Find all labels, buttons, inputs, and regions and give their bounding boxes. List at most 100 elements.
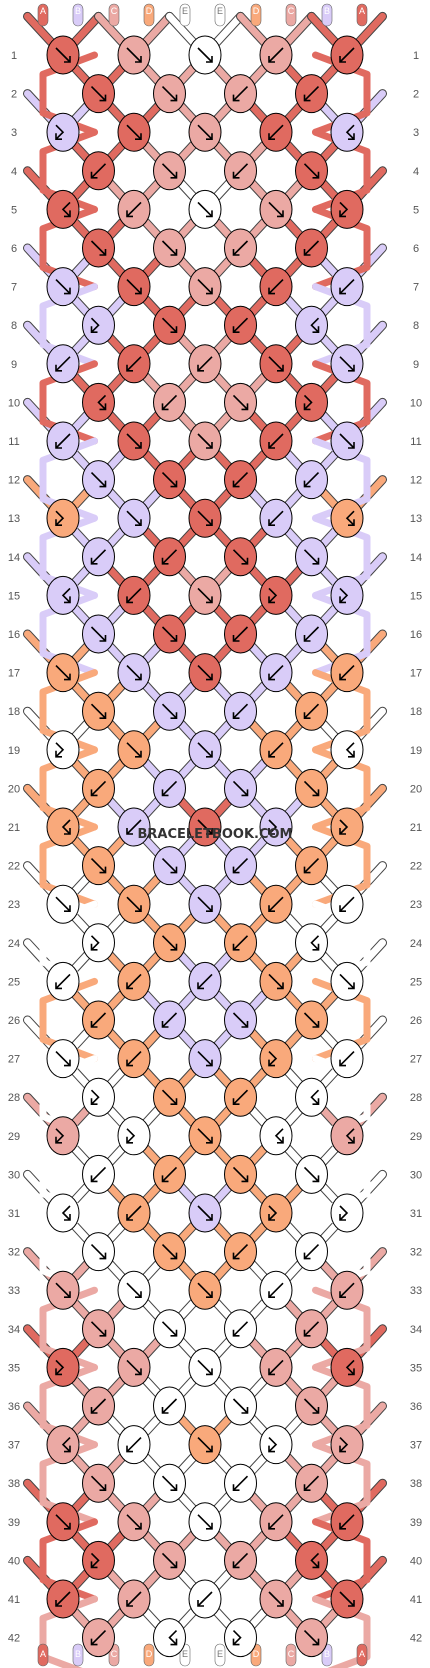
knot (330, 807, 364, 847)
knot (153, 151, 186, 191)
forward-arrow-icon (232, 549, 249, 565)
row-number-right: 12 (410, 475, 422, 487)
row-number-right: 33 (410, 1285, 422, 1297)
knot (46, 884, 80, 924)
strand-tail-c (285, 1643, 297, 1667)
knot (82, 1077, 115, 1117)
backward-arrow-icon (197, 973, 213, 990)
forward-arrow-icon (55, 1051, 71, 1067)
forward-arrow-icon (161, 1321, 178, 1337)
knot (295, 74, 328, 114)
row-number-left: 7 (11, 282, 17, 294)
row-number-left: 23 (8, 899, 20, 911)
forward-arrow-icon (161, 472, 178, 488)
knot (330, 344, 364, 384)
backward-forward-arrow-icon (61, 1205, 71, 1221)
forward-arrow-icon (161, 1475, 178, 1491)
backward-arrow-icon (161, 394, 178, 411)
backward-arrow-icon (268, 433, 284, 449)
knot (82, 1618, 115, 1658)
knot (188, 1579, 222, 1619)
forward-arrow-icon (268, 973, 284, 990)
knot (188, 575, 222, 615)
row-number-right: 41 (410, 1594, 422, 1606)
knot (330, 189, 364, 229)
forward-backward-arrow-icon (55, 1359, 65, 1376)
backward-arrow-icon (303, 1244, 320, 1260)
forward-arrow-icon (197, 1514, 213, 1530)
knot (153, 537, 186, 577)
backward-forward-arrow-icon (97, 394, 107, 411)
row-number-left: 4 (11, 166, 17, 178)
knot (330, 961, 364, 1001)
knot (259, 1039, 293, 1079)
backward-arrow-icon (268, 1282, 284, 1298)
knot (295, 228, 328, 268)
knot (117, 1425, 151, 1465)
row-number-left: 38 (8, 1478, 20, 1490)
forward-backward-arrow-icon (268, 587, 278, 604)
knot (224, 1232, 257, 1272)
knot (259, 421, 293, 461)
backward-arrow-icon (232, 163, 249, 179)
strand-tail-e (214, 1643, 226, 1667)
backward-arrow-icon (55, 433, 71, 449)
row-number-left: 32 (8, 1247, 20, 1259)
knot (330, 267, 364, 307)
knot (224, 614, 257, 654)
knot (82, 1309, 115, 1349)
strand-tail-c (108, 3, 120, 27)
knot (117, 189, 151, 229)
knot (295, 614, 328, 654)
knot (117, 498, 151, 538)
forward-backward-arrow-icon (339, 1437, 349, 1453)
watermark-text: BRACELETBOOK.COM (138, 827, 293, 842)
forward-arrow-icon (303, 1012, 320, 1028)
row-number-left: 21 (8, 822, 20, 834)
knot (295, 1232, 328, 1272)
forward-backward-arrow-icon (339, 819, 349, 835)
forward-arrow-icon (126, 1514, 142, 1530)
row-number-right: 17 (410, 668, 422, 680)
forward-arrow-icon (303, 163, 320, 179)
strand-tail-a (356, 1643, 368, 1667)
row-number-right: 38 (410, 1478, 422, 1490)
knot (188, 421, 222, 461)
knot (153, 1232, 186, 1272)
row-number-right: 3 (413, 127, 419, 139)
knot (46, 653, 80, 693)
forward-arrow-icon (126, 433, 142, 449)
knot (153, 1077, 186, 1117)
row-number-right: 24 (410, 938, 422, 950)
forward-arrow-icon (126, 124, 142, 140)
backward-arrow-icon (268, 47, 284, 63)
strand-label: E (182, 1649, 188, 1659)
knot (259, 575, 293, 615)
backward-arrow-icon (303, 858, 320, 874)
knot (117, 344, 151, 384)
forward-backward-arrow-icon (339, 587, 349, 604)
knot (295, 846, 328, 886)
knot (117, 961, 151, 1001)
knot (188, 653, 222, 693)
knot (153, 768, 186, 808)
forward-backward-arrow-icon (90, 935, 100, 951)
row-number-right: 34 (410, 1324, 422, 1336)
knot (82, 1232, 115, 1272)
strand-tail-b (72, 3, 84, 27)
row-number-right: 5 (413, 204, 419, 216)
knot (82, 1540, 115, 1580)
row-number-left: 15 (8, 590, 20, 602)
backward-arrow-icon (268, 1514, 284, 1530)
backward-arrow-icon (90, 1012, 107, 1028)
knot (46, 1579, 80, 1619)
backward-arrow-icon (90, 1630, 107, 1646)
backward-arrow-icon (90, 1166, 107, 1183)
knot (117, 1039, 151, 1079)
knot (82, 228, 115, 268)
forward-arrow-icon (161, 626, 178, 642)
strand-label: D (253, 6, 260, 16)
row-number-right: 11 (410, 436, 421, 448)
strand-label: B (324, 6, 330, 16)
knot (153, 846, 186, 886)
